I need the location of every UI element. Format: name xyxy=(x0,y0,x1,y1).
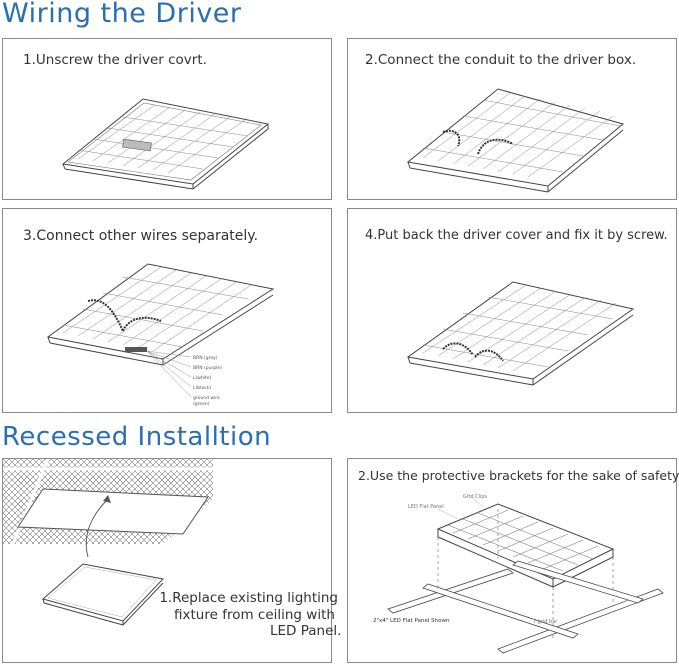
wire-label-white: L(white) xyxy=(193,375,212,381)
step-2-text: 2.Connect the conduit to the driver box. xyxy=(365,52,637,68)
wire-label-ground: ground wire xyxy=(193,395,220,401)
step-3-text: 3.Connect other wires separately. xyxy=(23,228,259,244)
install-step-2-text: 2.Use the protective brackets for the sa… xyxy=(358,468,679,483)
label-t-grid-bar: T grid bar xyxy=(532,619,558,625)
label-panel-shown: 2"x4" LED Flat Panel Shown xyxy=(373,618,450,624)
section-title-wiring: Wiring the Driver xyxy=(2,0,242,29)
wire-label-black: L(black) xyxy=(193,385,211,391)
step-4-text: 4.Put back the driver cover and fix it b… xyxy=(365,228,668,243)
wire-label-green: (green) xyxy=(193,401,210,407)
wire-label-grey: BRN (grey) xyxy=(193,355,218,361)
step-1-text: 1.Unscrew the driver covrt. xyxy=(23,52,207,68)
bracket-installation-diagram: Grid Clips LED Flat Panel 2"x4" LED Flat… xyxy=(373,493,664,654)
install-step-1-line-1: 1.Replace existing lighting xyxy=(159,590,338,606)
led-panel-illustration xyxy=(61,98,270,190)
step-panel-1: 1.Unscrew the driver covrt. xyxy=(2,38,332,200)
wire-label-purple: BRN (purple) xyxy=(193,365,222,371)
install-step-1-line-2: fixture from ceiling with xyxy=(174,607,335,623)
arrow-icon xyxy=(85,495,111,558)
label-led-flat-panel: LED Flat Panel xyxy=(408,504,444,510)
install-step-1-line-3: LED Panel. xyxy=(270,623,342,639)
led-panel-illustration xyxy=(41,563,164,626)
led-panel-cover-illustration xyxy=(406,281,635,386)
step-panel-4: 4.Put back the driver cover and fix it b… xyxy=(347,208,677,413)
label-grid-clips: Grid Clips xyxy=(463,494,488,500)
led-panel-conduit-illustration xyxy=(406,88,625,193)
install-panel-1: 1.Replace existing lighting fixture from… xyxy=(2,458,341,663)
step-panel-2: 2.Connect the conduit to the driver box. xyxy=(347,38,677,200)
step-panel-3: 3.Connect other wires separately. BRN (g… xyxy=(2,208,332,413)
led-panel-wires-illustration: BRN (grey) BRN (purple) L(white) L(black… xyxy=(46,263,275,407)
install-panel-2: 2.Use the protective brackets for the sa… xyxy=(347,458,679,663)
section-title-recessed: Recessed Installtion xyxy=(2,422,272,452)
